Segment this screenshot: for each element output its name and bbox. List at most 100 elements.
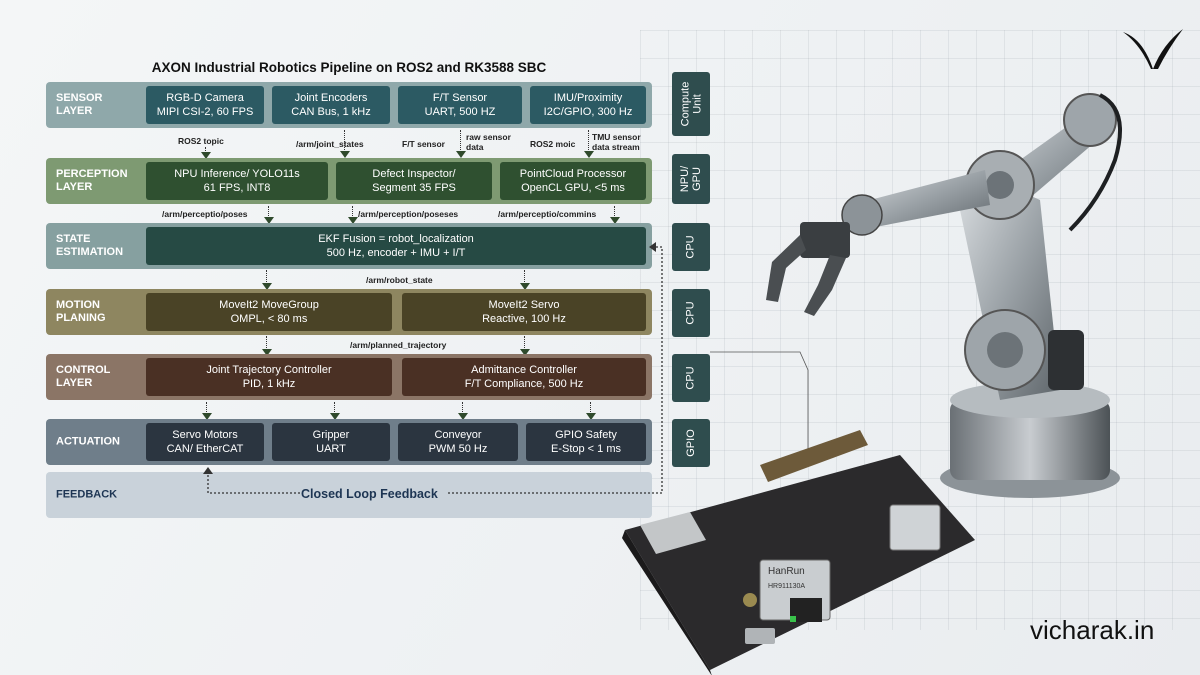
box-detail: Segment 35 FPS [372,182,456,194]
box-title: Joint Encoders [294,92,368,104]
connector-label: raw sensor data [466,132,511,152]
usb-port [889,504,941,551]
flow-arrow [261,270,272,290]
box-detail: I2C/GPIO, 300 Hz [543,106,633,118]
ethernet-brand-label: HanRun [768,566,805,577]
robot-shoulder-cap [987,332,1023,368]
sensor-layer-label: SENSOR LAYER [56,92,103,117]
robot-gripper-finger [804,255,846,316]
feedback-layer-label: FEEDBACK [56,488,118,501]
servo-motors-box[interactable]: Servo Motors CAN/ EtherCAT [146,423,264,461]
box-detail: OpenCL GPU, <5 ms [521,182,625,194]
robot-forearm [856,170,990,230]
brand-logo [1123,29,1183,69]
compute-unit-tag: Compute Unit [672,72,710,136]
robot-top-joint [1063,93,1117,147]
joint-encoders-box[interactable]: Joint Encoders CAN Bus, 1 kHz [272,86,390,124]
page-title: AXON Industrial Robotics Pipeline on ROS… [151,60,547,75]
box-title: Defect Inspector/ [372,168,456,180]
robot-gripper-body [800,222,850,258]
connector-label: /arm/robot_state [366,275,433,285]
moveit-movegroup-box[interactable]: MoveIt2 MoveGroup OMPL, < 80 ms [146,293,392,331]
defect-inspector-box[interactable]: Defect Inspector/ Segment 35 FPS [336,162,492,200]
pcb-component [743,593,757,607]
box-detail: MIPI CSI-2, 60 FPS [156,106,254,118]
box-detail: CAN Bus, 1 kHz [291,106,371,118]
box-title: PointCloud Processor [519,168,627,180]
flow-arrow [201,402,212,420]
box-detail: PID, 1 kHz [242,378,296,390]
gpio-header [760,430,868,482]
box-title: NPU Inference/ YOLO11s [174,168,300,180]
box-title: Joint Trajectory Controller [206,364,332,376]
flow-arrow [329,402,340,420]
pcb-edge [622,530,712,675]
imu-proximity-box[interactable]: IMU/Proximity I2C/GPIO, 300 Hz [530,86,646,124]
flow-arrow [583,130,594,158]
joint-trajectory-controller-box[interactable]: Joint Trajectory Controller PID, 1 kHz [146,358,392,396]
connector-label: /arm/perceptio/poses [162,209,248,219]
gripper-box[interactable]: Gripper UART [272,423,390,461]
state-layer-label: STATE ESTIMATION [56,233,124,258]
sensor-layer: SENSOR LAYER RGB-D Camera MIPI CSI-2, 60… [46,82,652,128]
box-detail: UART, 500 HZ [424,106,496,118]
control-layer-label: CONTROL LAYER [56,364,111,389]
flow-arrow [455,130,466,158]
flow-arrow [261,336,272,356]
box-title: Servo Motors [172,429,238,441]
rgbd-camera-box[interactable]: RGB-D Camera MIPI CSI-2, 60 FPS [146,86,264,124]
connector-label: /arm/planned_trajectory [350,340,447,350]
connector-label: ROS2 topic [178,136,224,146]
ft-sensor-box[interactable]: F/T Sensor UART, 500 HZ [398,86,522,124]
flow-arrow [263,206,274,224]
box-detail: 61 FPS, INT8 [203,182,271,194]
robot-cable [1068,93,1122,232]
robot-motor [1048,330,1084,390]
box-title: EKF Fusion = robot_localization [318,233,474,245]
ethernet-part-label: HR911130A [768,583,805,590]
box-detail: 500 Hz, encoder + IMU + I/T [326,247,466,259]
box-title: IMU/Proximity [553,92,623,104]
cpu-tag-control: CPU [672,354,710,402]
box-title: RGB-D Camera [166,92,244,104]
closed-loop-feedback-label: Closed Loop Feedback [301,487,438,501]
flow-arrow [339,130,350,158]
connector-label: /arm/perceptio/commins [498,209,597,219]
connector-label: TMU sensor data stream [592,132,641,152]
box-detail: CAN/ EtherCAT [166,443,244,455]
connector-label: F/T sensor [402,139,445,149]
flow-arrow [609,206,620,224]
gpio-tag: GPIO [672,419,710,467]
perception-layer: PERCEPTION LAYER NPU Inference/ YOLO11s … [46,158,652,204]
robot-wrist-joint [841,194,883,236]
soc-chip [640,512,706,554]
motion-layer-label: MOTION PLANING [56,299,106,324]
flow-arrow [200,147,211,159]
box-title: Gripper [312,429,350,441]
robot-gripper-finger [766,235,806,302]
cpu-tag-state: CPU [672,223,710,271]
ethernet-led-green [790,616,796,622]
robot-elbow-cap [986,171,1014,199]
perception-layer-label: PERCEPTION LAYER [56,168,128,193]
npu-inference-box[interactable]: NPU Inference/ YOLO11s 61 FPS, INT8 [146,162,328,200]
logo-mark [1123,29,1183,69]
cpu-tag-motion: CPU [672,289,710,337]
state-estimation-layer: STATE ESTIMATION EKF Fusion = robot_loca… [46,223,652,269]
box-title: MoveIt2 MoveGroup [219,299,319,311]
pointcloud-processor-box[interactable]: PointCloud Processor OpenCL GPU, <5 ms [500,162,646,200]
watermark: vicharak.in [1030,615,1155,645]
flow-arrow [347,206,358,224]
box-detail: UART [316,443,346,455]
box-title: F/T Sensor [432,92,488,104]
connector-label: ROS2 moic [530,139,576,149]
connector-label: /arm/perception/poseses [358,209,459,219]
robot-base-top [950,382,1110,418]
robot-base [950,400,1110,480]
box-detail: OMPL, < 80 ms [230,313,308,325]
hdmi-port [745,628,775,644]
npu-gpu-tag: NPU/ GPU [672,154,710,204]
connector-label: /arm/joint_states [296,139,364,149]
